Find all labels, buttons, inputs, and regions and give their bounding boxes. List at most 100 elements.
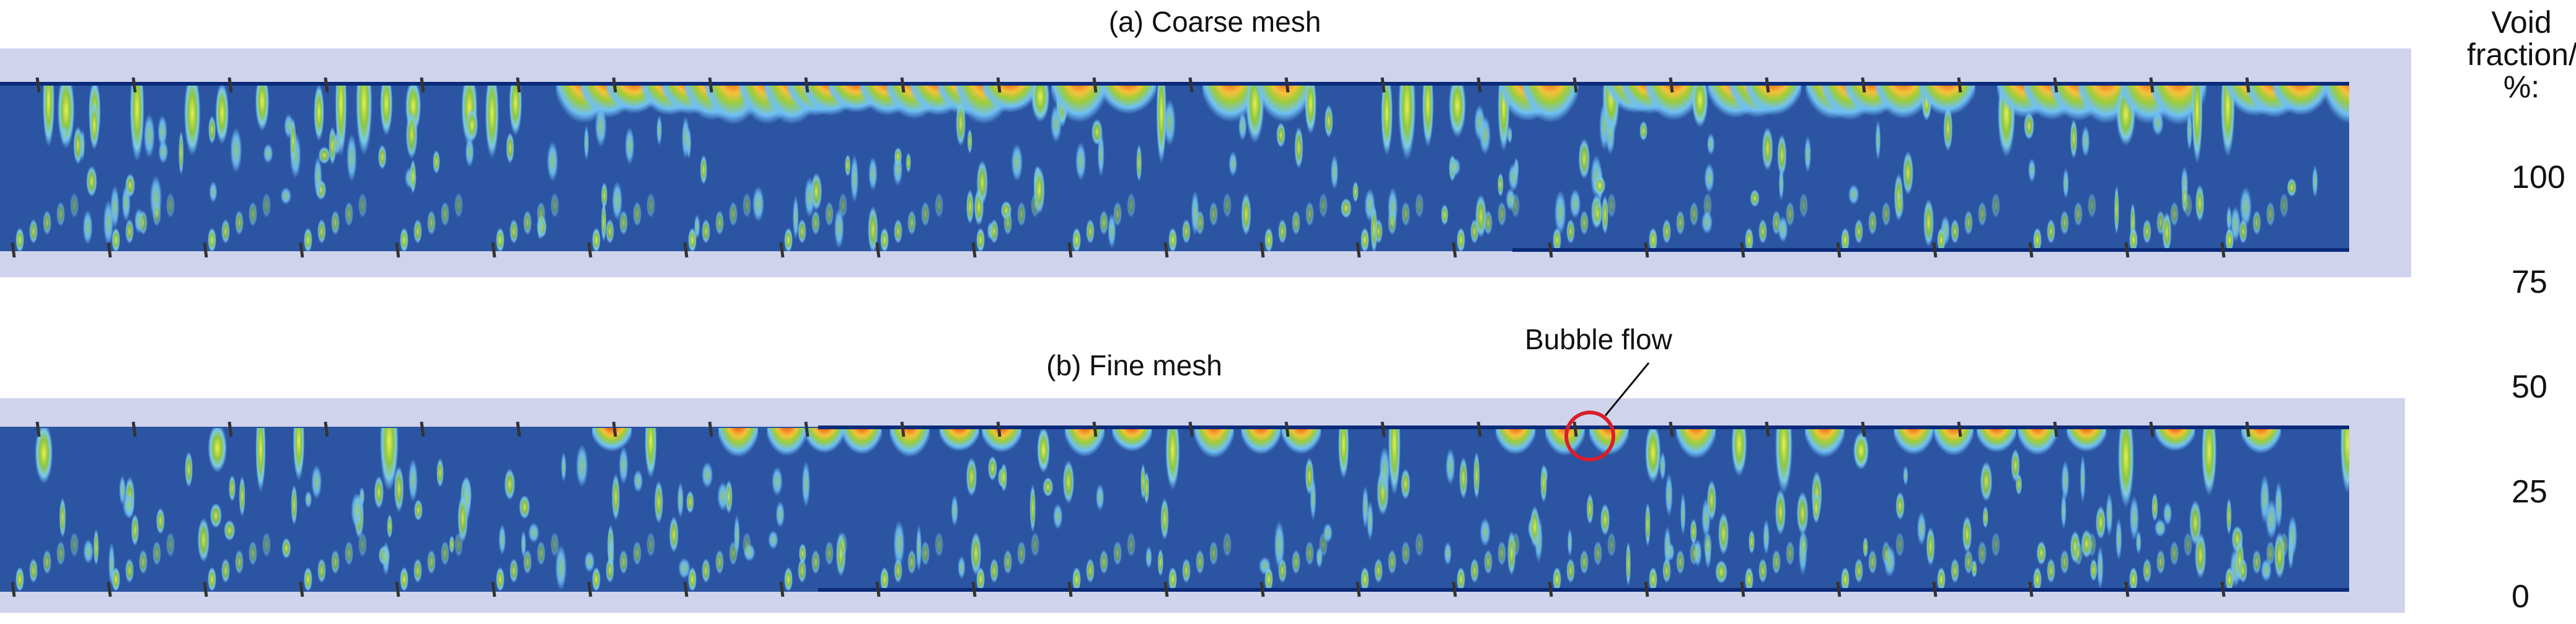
bubble — [1157, 548, 1164, 577]
bubble — [506, 132, 514, 164]
bottom-injector — [2124, 242, 2130, 258]
rising-bubble-trail — [1292, 210, 1300, 235]
vapor-layer-blob — [2067, 428, 2107, 460]
top-injector — [516, 77, 521, 93]
bubble — [625, 127, 635, 165]
top-injector — [804, 421, 809, 437]
rising-bubble-trail — [1690, 202, 1698, 226]
bubble — [2028, 158, 2036, 182]
bubble — [1704, 163, 1714, 194]
bubble — [2239, 187, 2252, 228]
bubble — [2062, 167, 2069, 199]
bubble-plume — [130, 84, 144, 162]
rising-bubble-trail — [1017, 541, 1026, 566]
bottom-injector — [299, 242, 304, 258]
bubble — [576, 444, 588, 488]
top-injector — [324, 77, 329, 93]
bubble — [967, 128, 973, 154]
bubble-plume — [1304, 84, 1317, 135]
rising-bubble-trail — [1264, 567, 1273, 591]
rising-bubble-trail — [262, 532, 271, 557]
rising-bubble-trail — [1223, 532, 1232, 557]
bubble — [1540, 463, 1547, 503]
rising-bubble-trail — [1566, 219, 1575, 244]
rising-bubble-trail — [1580, 550, 1589, 574]
top-injector — [131, 421, 137, 437]
rising-bubble-trail — [537, 541, 545, 566]
bubble — [1600, 503, 1610, 536]
bubble — [1445, 448, 1455, 485]
bottom-injector — [1932, 242, 1938, 258]
rising-bubble-trail — [43, 210, 51, 235]
bottom-injector — [875, 581, 881, 597]
bubble — [1659, 451, 1666, 481]
rising-bubble-trail — [839, 193, 847, 218]
bubble — [228, 475, 236, 502]
top-injector — [1957, 77, 1962, 93]
rising-bubble-trail — [2156, 210, 2165, 235]
rising-bubble-trail — [715, 550, 724, 574]
bubble-plume — [379, 428, 399, 492]
colorbar-tick-50: 50 — [2512, 369, 2547, 405]
rising-bubble-trail — [1305, 202, 1314, 226]
vapor-layer-blob — [1933, 428, 1974, 466]
rising-bubble-trail — [1168, 567, 1177, 591]
bubble — [209, 181, 218, 203]
bubble — [2151, 493, 2158, 522]
rising-bubble-trail — [2280, 532, 2288, 557]
rising-bubble-trail — [1937, 567, 1946, 591]
vapor-layer-blob — [1112, 428, 1152, 460]
bubble — [547, 141, 558, 182]
bubble-plume — [1692, 84, 1709, 128]
bubble — [1136, 144, 1142, 182]
top-injector — [35, 77, 41, 93]
bubble — [498, 524, 506, 555]
bubble — [125, 173, 136, 198]
bubble — [834, 207, 844, 249]
rising-bubble-trail — [56, 541, 65, 566]
rising-bubble-trail — [2074, 202, 2083, 226]
bubble — [701, 461, 713, 489]
top-injector — [1380, 421, 1386, 437]
bottom-injector — [875, 242, 881, 258]
rising-bubble-trail — [921, 202, 930, 226]
bubble — [2265, 499, 2278, 540]
bottom-injector — [587, 242, 593, 258]
rising-bubble-trail — [413, 219, 422, 244]
rising-bubble-trail — [221, 558, 230, 583]
vapor-layer-blob — [1281, 428, 1321, 463]
rising-bubble-trail — [688, 567, 697, 591]
bubble — [110, 185, 120, 229]
rising-bubble-trail — [1100, 210, 1108, 235]
rising-bubble-trail — [427, 210, 436, 235]
bubble — [1352, 181, 1359, 203]
rising-bubble-trail — [2225, 228, 2234, 251]
top-injector — [1669, 77, 1674, 93]
bubble-plume — [1338, 428, 1349, 479]
rising-bubble-trail — [1855, 558, 1863, 583]
bottom-injector — [1932, 581, 1938, 597]
rising-bubble-trail — [331, 550, 340, 574]
rising-bubble-trail — [1676, 550, 1685, 574]
rising-bubble-trail — [1196, 210, 1204, 235]
bubble — [987, 455, 997, 481]
bubble — [844, 154, 851, 177]
bottom-injector — [1644, 581, 1649, 597]
rising-bubble-trail — [1319, 532, 1328, 557]
bubble — [2186, 110, 2193, 151]
bubble — [966, 457, 977, 497]
rising-bubble-trail — [1703, 532, 1712, 557]
rising-bubble-trail — [2225, 567, 2234, 591]
bottom-injector — [11, 581, 16, 597]
rising-bubble-trail — [235, 550, 244, 574]
rising-bubble-trail — [1457, 567, 1465, 591]
bubble — [804, 177, 815, 218]
bubble-plume — [1853, 432, 1869, 470]
rising-bubble-trail — [2184, 193, 2192, 218]
bubble — [792, 195, 799, 240]
bubble — [1508, 163, 1519, 192]
bubble — [2089, 558, 2097, 582]
rising-bubble-trail — [976, 567, 985, 591]
bubble — [669, 516, 679, 553]
rising-bubble-trail — [976, 228, 985, 251]
